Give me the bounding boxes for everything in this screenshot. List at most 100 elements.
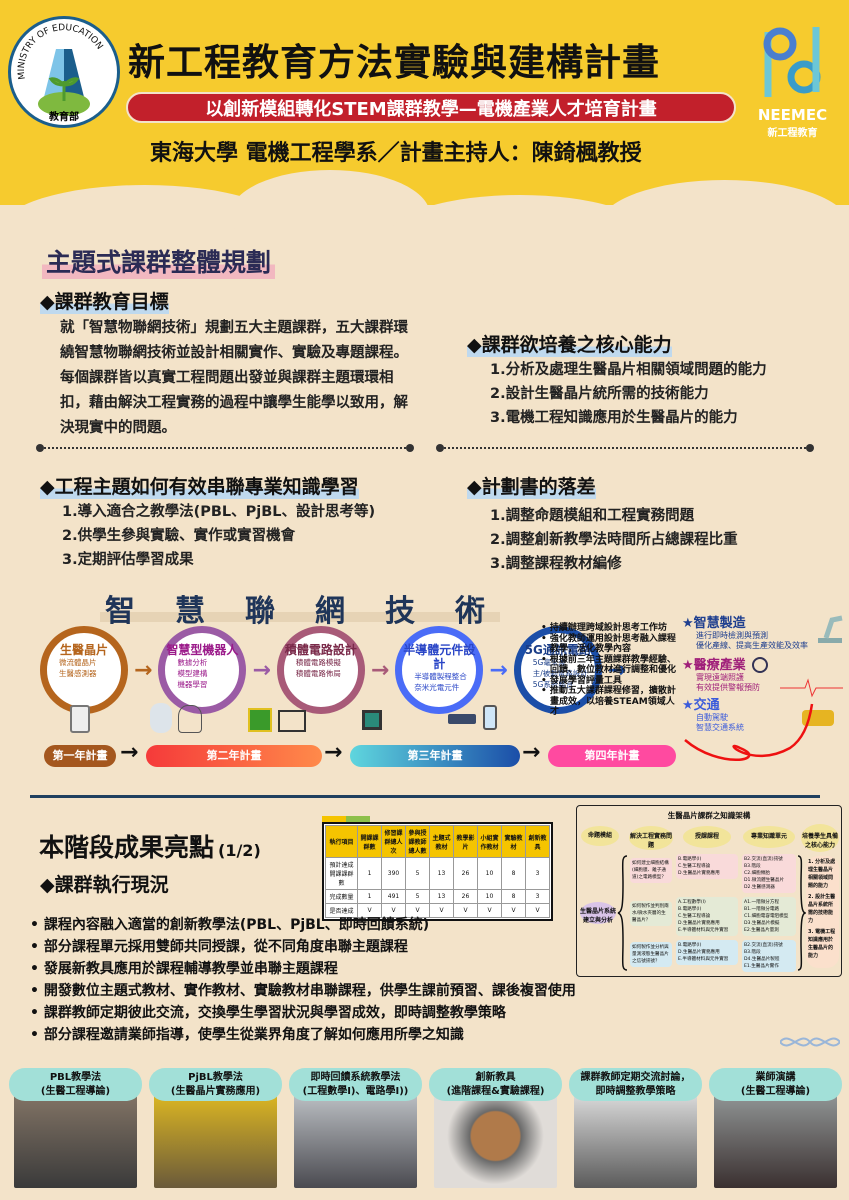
table-cell: 1 — [357, 889, 382, 904]
table-cell: 3 — [525, 857, 550, 890]
industry-desc: 優化產線、提高生產效能及效率 — [696, 641, 808, 650]
bullet-text: 開發數位主題式教材、實作教材、實驗教材串聯課程，供學生課前預習、課後複習使用 — [43, 983, 576, 999]
table-cell: 10 — [477, 857, 502, 890]
brace-icon — [797, 855, 806, 971]
group-5g: 5G通訊電路 5G毫米波 主/被動電路設計 5G系統整合 — [513, 626, 602, 714]
bullet-text: 發展新教具應用於課程輔導教學並串聯主題課程 — [43, 961, 338, 977]
photo-title: 即時回饋系統教學法 — [310, 1072, 401, 1083]
photo-card-teaching-aid: 創新教具(進階課程&實驗課程) — [429, 1068, 562, 1188]
group-title: 生醫晶片 — [59, 643, 108, 657]
group-title: 半導體元件設計 — [403, 643, 476, 671]
table-header: 主題式教材 — [429, 825, 454, 858]
roadmap-title: 智 慧 聯 網 技 術 — [105, 586, 485, 630]
list-item: • 發展學習評量工具 — [541, 675, 622, 686]
table-cell: 10 — [477, 889, 502, 904]
bullet-text: 課群教師定期彼此交流，交換學生學習狀況與學習成效，即時調整教學策略 — [43, 1005, 506, 1021]
photo-subtitle: (工程數學I)、電路學I)) — [302, 1086, 409, 1097]
photo-subtitle: (生醫工程導論) — [40, 1086, 111, 1097]
industry-desc: 有效提供警報預防 — [696, 683, 760, 692]
table-cell: 13 — [429, 889, 454, 904]
arrow-icon: → — [607, 657, 627, 683]
bullet-text: 課程內容融入適當的創新教學法(PBL、PjBL、即時回饋系統) — [43, 917, 430, 933]
photo-card-pbl: PBL教學法 (生醫工程導論) — [9, 1068, 142, 1188]
ability: 1. 分析及處理生醫晶片相關領域問題的能力 — [808, 859, 836, 889]
title-char: 智 — [105, 594, 135, 629]
course: A.工程數學(I) — [678, 900, 706, 905]
list-item: • 持續辦理跨域設計思考工作坊 — [541, 623, 667, 633]
table-cell: 5 — [405, 857, 430, 890]
table-header: 執行項目 — [325, 825, 358, 858]
ai-head-icon — [178, 705, 202, 733]
table-cell: V — [429, 903, 454, 918]
router-icon — [448, 714, 476, 724]
group-item: 數據分析 — [177, 658, 208, 667]
svg-text:教育部: 教育部 — [48, 110, 79, 123]
group-title: 5G通訊電路 — [524, 643, 591, 657]
table-header: 修習課群總人次 — [381, 825, 406, 858]
industry-desc: 實現遠端照護 — [696, 673, 744, 682]
core-ability-list: 1.分析及處理生醫晶片相關領域問題的能力 2.設計生醫晶片統所需的技術能力 3.… — [490, 358, 767, 430]
list-item: • 課程內容融入適當的創新教學法(PBL、PjBL、即時回饋系統) — [30, 917, 430, 933]
photo-label: PBL教學法 (生醫工程導論) — [9, 1068, 142, 1101]
table-header: 實驗教材 — [501, 825, 526, 858]
industry-applications: ★智慧製造 進行即時檢測與預測 優化產線、提高生產效能及效率 ★醫療產業 實現遠… — [682, 612, 832, 733]
unit: D2.生醫感測器 — [744, 885, 775, 890]
course: D.生醫晶片實務應用 — [678, 921, 720, 926]
framework-col-header: 培養學生具備之核心能力 — [801, 824, 839, 852]
group-robot: 智慧型機器人 數據分析 模型建構 機器學習 — [158, 626, 247, 714]
table-tab — [346, 816, 370, 822]
topic-groups: 生醫晶片 微流體晶片 生醫感測器 → 智慧型機器人 數據分析 模型建構 機器學習… — [40, 626, 626, 714]
list-item: 3.定期評估學習成果 — [62, 552, 194, 568]
table-cell: 390 — [381, 857, 406, 890]
arrow-icon: → — [134, 657, 153, 683]
photo-card-industry-talk: 業師演講(生醫工程導論) — [709, 1068, 842, 1188]
industry-name: ★醫療產業 — [682, 658, 746, 673]
group-item: 模型建構 — [177, 669, 208, 678]
table-header: 教學影片 — [453, 825, 478, 858]
subtitle-banner: 以創新模組轉化STEM課群教學—電機產業人才培育計畫 — [126, 92, 736, 123]
arrow-icon: → — [370, 657, 390, 683]
divider — [436, 444, 814, 452]
unit: C2.細胞類胎 — [744, 871, 770, 876]
group-item: 奈米光電元件 — [414, 683, 460, 692]
results-page: (1/2) — [218, 841, 261, 860]
group-semiconductor: 半導體元件設計 半導體製程整合 奈米光電元件 — [395, 626, 484, 714]
photo-card-feedback: 即時回饋系統教學法 (工程數學I)、電路學I)) — [289, 1068, 422, 1188]
list-item: 2.調整創新教學法時間所占總課程比重 — [490, 532, 738, 548]
industry-transport: ★交通 自動駕駛 智慧交通系統 — [682, 694, 832, 733]
dna-icon — [780, 1037, 840, 1047]
lecture-photo — [294, 1084, 417, 1188]
unit: A1.一階微分方程 — [744, 900, 780, 905]
framework-question: 如何製作並判別兩水/微水夾層的生醫晶片？ — [630, 901, 672, 926]
results-title: 本階段成果亮點(1/2) — [35, 828, 261, 864]
ability: 2. 設計生醫晶片系統所需的技術能力 — [808, 894, 836, 924]
list-item: • 根據前三年主題課群教學經驗、回饋、數位教材進行調整和優化 — [541, 654, 677, 676]
link-list: 1.導入適合之教學法(PBL、PjBL、設計思考等) 2.供學生參與實驗、實作或… — [62, 500, 375, 572]
industry-illustrations — [684, 615, 843, 761]
wheelchair-icon — [752, 657, 768, 673]
robot-arm-icon — [818, 615, 843, 643]
photo-title: 業師演講 — [755, 1072, 796, 1083]
table-cell: V — [501, 903, 526, 918]
table-cell: 491 — [381, 889, 406, 904]
photo-title: PBL教學法 — [49, 1072, 102, 1083]
photo-label: 課群教師定期交流討論，即時調整教學策略 — [569, 1068, 702, 1101]
unit: B3.階段 — [744, 950, 761, 955]
industry-desc: 進行即時檢測與預測 — [696, 631, 768, 640]
table-cell: 是否達成 — [325, 903, 358, 918]
execution-table-grid: 執行項目開課課群數修習課群總人次參與授課教師總人數主題式教材教學影片小組實作教材… — [325, 825, 550, 918]
group-title: 積體電路設計 — [284, 643, 357, 657]
table-cell: 8 — [501, 889, 526, 904]
group-item: 積體電路佈局 — [295, 669, 341, 678]
group-item: 機器學習 — [177, 680, 208, 689]
knowledge-framework: 生醫晶片課群之知識架構 命題模組 解決工程實務問題 授課課程 專業知識單元 培養… — [576, 805, 842, 977]
section-divider — [30, 795, 820, 798]
title-char: 網 — [315, 594, 345, 629]
ability: 3. 電機工程知識應用於生醫晶片的能力 — [808, 929, 836, 959]
neemec-subtitle: 新工程教育 — [767, 128, 818, 139]
core-ability-heading: ◆課群欲培養之核心能力 — [467, 330, 672, 357]
plan-text: 持續辦理跨域設計思考工作坊 — [549, 623, 667, 633]
